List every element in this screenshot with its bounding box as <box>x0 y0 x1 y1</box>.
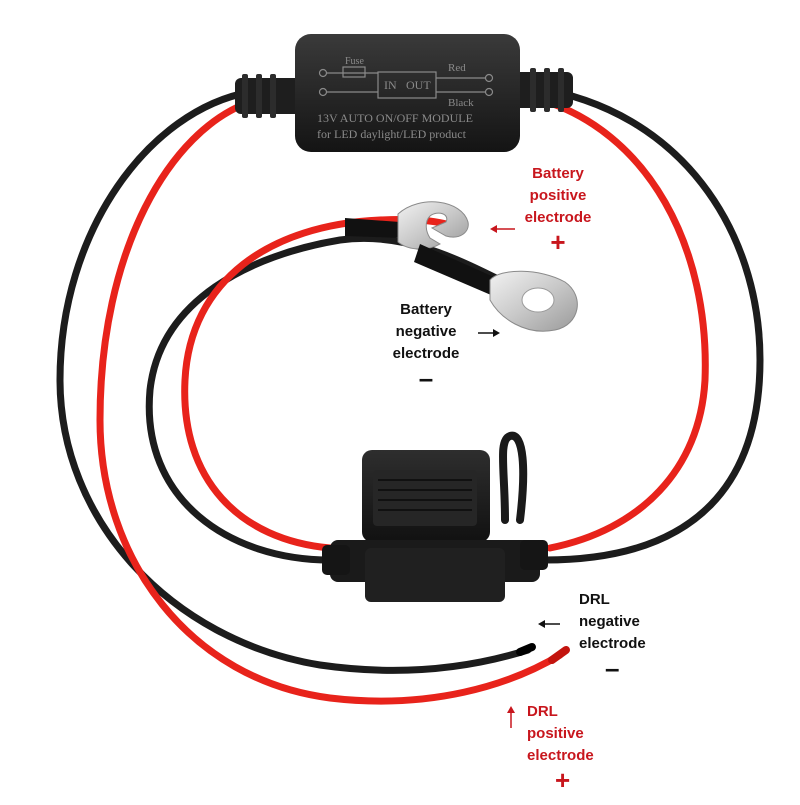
black-wire-end <box>516 643 536 656</box>
callout-battery-negative-line-1: Battery <box>400 301 452 318</box>
callout-drl-positive: DRL positive electrode + <box>527 701 627 793</box>
module-fuse-label: Fuse <box>345 56 364 67</box>
callout-battery-negative: Battery negative electrode – <box>380 299 472 391</box>
fuse-holder <box>322 431 548 602</box>
battery-positive-sign: + <box>550 227 566 257</box>
arrow-battery-negative <box>478 329 500 337</box>
module-black-label: Black <box>448 97 474 109</box>
black-wire-module-right <box>531 84 764 564</box>
red-wire-module-right <box>531 94 709 552</box>
module-line-1: 13V AUTO ON/OFF MODULE <box>317 111 473 125</box>
callout-drl-negative: DRL negative electrode – <box>579 589 689 681</box>
red-wire-drl-positive <box>96 98 564 705</box>
callout-drl-positive-line-1: DRL <box>527 703 558 720</box>
callout-battery-positive-line-2: positive <box>529 187 587 204</box>
module-out-label: OUT <box>406 78 431 92</box>
callout-battery-negative-line-3: electrode <box>392 345 460 362</box>
callout-battery-positive-line-1: Battery <box>532 165 584 182</box>
module-strain-relief-left <box>235 74 303 118</box>
black-wire-drl-negative <box>56 88 532 674</box>
arrow-drl-negative <box>538 620 560 628</box>
drl-positive-sign: + <box>555 765 571 795</box>
battery-negative-sign: – <box>418 363 434 393</box>
callout-drl-positive-line-2: positive <box>527 725 584 742</box>
callout-battery-positive-line-3: electrode <box>524 209 592 226</box>
module-line-2: for LED daylight/LED product <box>317 127 467 141</box>
red-wire-end <box>548 646 570 664</box>
callout-battery-negative-line-2: negative <box>395 323 457 340</box>
callout-drl-positive-line-3: electrode <box>527 747 594 764</box>
battery-negative-ring-terminal <box>414 244 578 332</box>
auto-on-off-module: Fuse IN OUT Red Black 13V AUTO ON/OFF MO… <box>295 34 520 152</box>
arrow-drl-positive <box>507 706 515 728</box>
callout-battery-positive: Battery positive electrode + <box>512 163 604 255</box>
drl-negative-sign: – <box>605 653 620 683</box>
module-strain-relief-right <box>505 68 573 112</box>
arrow-battery-positive <box>490 225 515 233</box>
callout-drl-negative-line-1: DRL <box>579 591 610 608</box>
module-red-label: Red <box>448 62 466 74</box>
callout-drl-negative-line-3: electrode <box>579 635 646 652</box>
callout-drl-negative-line-2: negative <box>579 613 640 630</box>
battery-positive-fork-terminal <box>345 201 469 250</box>
module-in-label: IN <box>384 78 397 92</box>
